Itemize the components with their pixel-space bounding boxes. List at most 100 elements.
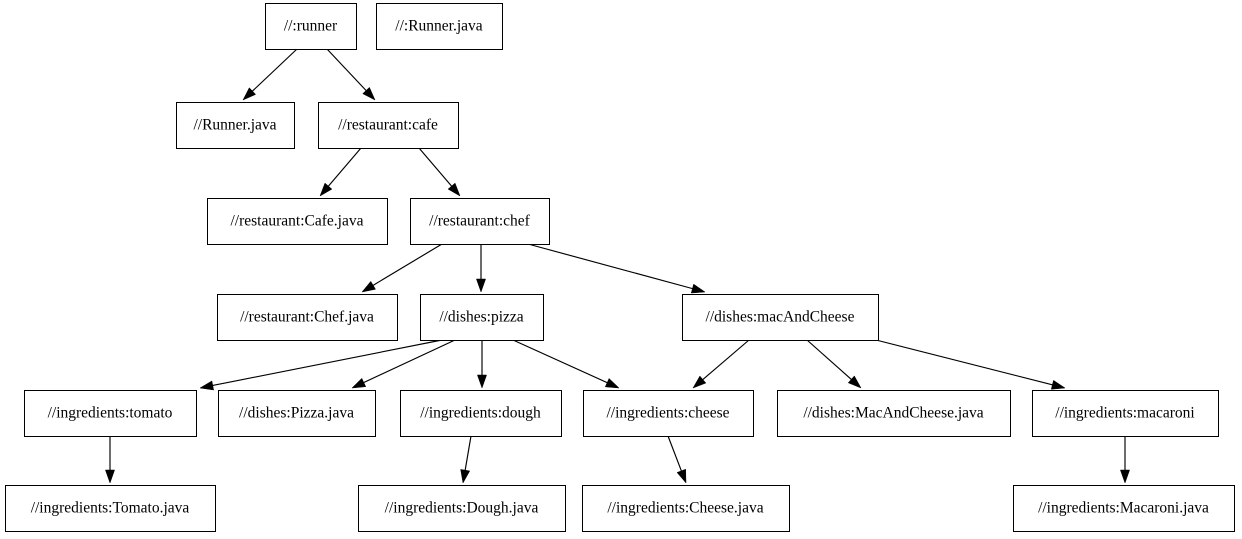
node-box[interactable]: [5, 485, 216, 532]
edge-arrowhead-icon: [105, 469, 115, 484]
node-label: //dishes:Pizza.java: [239, 405, 354, 422]
edge-arrowhead-icon: [460, 469, 471, 484]
node-box[interactable]: [400, 390, 562, 437]
edge-line: [326, 48, 368, 93]
graph-node-tomato_java[interactable]: //ingredients:Tomato.java: [5, 485, 216, 532]
graph-edge: [199, 339, 443, 391]
graph-node-restaurant_chef[interactable]: //restaurant:chef: [410, 198, 550, 245]
edge-line: [512, 339, 610, 384]
graph-edge: [667, 435, 687, 484]
graph-edge: [361, 243, 443, 293]
edge-line: [806, 339, 854, 382]
edge-arrowhead-icon: [1050, 379, 1066, 390]
node-box[interactable]: [217, 294, 398, 341]
edge-arrowhead-icon: [319, 182, 333, 197]
edge-line: [361, 339, 456, 384]
node-label: //ingredients:Cheese.java: [607, 500, 763, 517]
edge-arrowhead-icon: [351, 377, 367, 389]
edge-arrowhead-icon: [477, 374, 487, 389]
node-label: //restaurant:chef: [429, 213, 531, 230]
graph-node-runner_java[interactable]: //Runner.java: [176, 102, 295, 149]
edge-arrowhead-icon: [676, 468, 687, 484]
node-label: //restaurant:cafe: [338, 117, 438, 134]
graph-edge: [477, 340, 487, 389]
node-box[interactable]: [420, 294, 544, 341]
graph-edge: [326, 48, 376, 101]
edge-line: [326, 147, 362, 189]
node-box[interactable]: [1013, 485, 1235, 532]
edge-arrowhead-icon: [690, 283, 706, 294]
graph-edge: [319, 147, 362, 197]
node-box[interactable]: [682, 294, 879, 341]
node-label: //restaurant:Cafe.java: [231, 213, 364, 230]
graph-node-ing_macaroni[interactable]: //ingredients:macaroni: [1032, 390, 1219, 437]
node-label: //ingredients:Dough.java: [385, 500, 539, 517]
graph-edge: [806, 339, 862, 389]
graph-node-cafe_java[interactable]: //restaurant:Cafe.java: [207, 198, 388, 245]
node-box[interactable]: [410, 198, 550, 245]
graph-node-runner_java_root[interactable]: //:Runner.java: [376, 3, 503, 50]
node-box[interactable]: [376, 3, 503, 50]
graph-node-restaurant_cafe[interactable]: //restaurant:cafe: [318, 102, 459, 149]
graph-edge: [351, 339, 456, 389]
node-box[interactable]: [24, 390, 197, 437]
node-box[interactable]: [176, 102, 295, 149]
edge-line: [527, 243, 695, 290]
node-label: //dishes:macAndCheese: [706, 309, 855, 326]
graph-node-cheese_java[interactable]: //ingredients:Cheese.java: [582, 485, 790, 532]
node-box[interactable]: [207, 198, 388, 245]
graph-node-pizza_java[interactable]: //dishes:Pizza.java: [218, 390, 376, 437]
node-box[interactable]: [265, 3, 357, 50]
node-label: //restaurant:Chef.java: [240, 309, 374, 326]
node-label: //ingredients:cheese: [606, 405, 729, 422]
edge-arrowhead-icon: [692, 375, 707, 389]
edge-arrowhead-icon: [362, 86, 376, 101]
edge-arrowhead-icon: [476, 278, 486, 293]
graph-node-ing_dough[interactable]: //ingredients:dough: [400, 390, 562, 437]
node-label: //dishes:MacAndCheese.java: [803, 405, 983, 422]
node-box[interactable]: [1032, 390, 1219, 437]
node-box[interactable]: [582, 485, 790, 532]
edge-line: [700, 339, 750, 382]
edge-arrowhead-icon: [447, 182, 461, 197]
graph-node-ing_cheese[interactable]: //ingredients:cheese: [583, 390, 754, 437]
graph-edge: [692, 339, 750, 389]
node-box[interactable]: [583, 390, 754, 437]
edge-line: [371, 243, 443, 287]
graph-node-dishes_mac[interactable]: //dishes:macAndCheese: [682, 294, 879, 341]
graph-edge: [105, 436, 115, 484]
node-box[interactable]: [318, 102, 459, 149]
edge-arrowhead-icon: [199, 380, 214, 391]
node-label: //ingredients:macaroni: [1055, 405, 1195, 422]
edges-layer: [105, 48, 1130, 484]
graph-node-macaroni_java[interactable]: //ingredients:Macaroni.java: [1013, 485, 1235, 532]
graph-node-chef_java[interactable]: //restaurant:Chef.java: [217, 294, 398, 341]
node-label: //ingredients:tomato: [48, 405, 173, 422]
edge-arrowhead-icon: [1120, 469, 1130, 484]
node-label: //dishes:pizza: [439, 309, 523, 326]
graph-edge: [476, 244, 486, 293]
node-label: //ingredients:dough: [420, 405, 541, 422]
graph-node-ing_tomato[interactable]: //ingredients:tomato: [24, 390, 197, 437]
edge-line: [210, 339, 443, 387]
edge-line: [418, 147, 454, 189]
node-box[interactable]: [777, 390, 1011, 437]
edge-line: [250, 48, 298, 93]
graph-node-mac_java[interactable]: //dishes:MacAndCheese.java: [777, 390, 1011, 437]
graph-node-runner[interactable]: //:runner: [265, 3, 357, 50]
edge-arrowhead-icon: [604, 378, 620, 389]
node-box[interactable]: [218, 390, 376, 437]
graph-edge: [460, 435, 472, 484]
graph-node-dough_java[interactable]: //ingredients:Dough.java: [358, 485, 566, 532]
node-box[interactable]: [358, 485, 566, 532]
nodes-layer: //:runner //:Runner.java //Runner.java //re…: [5, 3, 1235, 532]
graph-edge: [418, 147, 461, 197]
node-label: //ingredients:Macaroni.java: [1038, 500, 1209, 517]
graph-node-dishes_pizza[interactable]: //dishes:pizza: [420, 294, 544, 341]
node-label: //:Runner.java: [395, 18, 483, 35]
edge-arrowhead-icon: [361, 280, 376, 293]
node-label: //ingredients:Tomato.java: [31, 500, 190, 517]
graph-edge: [1120, 436, 1130, 484]
